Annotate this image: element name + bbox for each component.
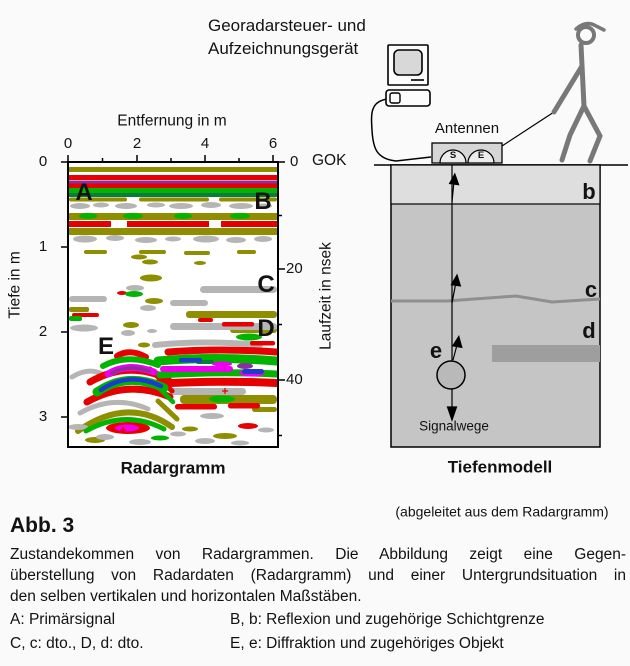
device-label: Georadarsteuer- und Aufzeichnungsgerät [208,14,366,60]
person-icon [551,21,606,164]
marker-D: D [257,314,275,342]
x-tick-0: 0 [63,134,73,152]
signal-paths-label: Signalwege [419,418,489,434]
blue-cores [98,358,264,393]
antenna-box [431,142,503,164]
time-axis-title: Laufzeit in nsek [317,242,335,350]
marker-A: A [75,178,93,206]
radargram-title: Radargramm [120,458,226,478]
gok-label: GOK [312,152,347,169]
cable [370,98,432,162]
depth-tick-2: 2 [38,322,48,340]
boundary-c-line [391,294,601,304]
model-title: Tiefenmodell [447,457,553,477]
signal-arrows [446,172,463,422]
figure-label: Abb. 3 [10,514,75,537]
marker-d: d [582,317,596,343]
legend-row2-right: E, e: Diffraktion und zugehöriges Objekt [230,635,504,652]
time-tick-0: 0 [290,153,299,170]
antenna-s-label: S [449,149,457,161]
antenna-e-label: E [477,149,485,161]
time-tick-40: 40 [286,371,303,388]
device-label-line1: Georadarsteuer- und [208,16,366,35]
x-tick-4: 4 [200,134,210,152]
depth-tick-3: 3 [38,407,48,425]
legend-row2-left: C, c: dto., D, d: dto. [10,635,144,652]
object-e-circle [436,360,466,390]
x-axis-title: Entfernung in m [117,112,227,130]
time-tick-20: 20 [286,260,303,277]
antenna-s-dome [439,149,467,164]
radargram-plot [61,155,285,448]
marker-c: c [584,276,598,302]
axis-ticks [61,155,285,437]
marker-b: b [582,178,596,204]
depth-tick-0: 0 [38,152,48,170]
layer-b [390,164,601,205]
legend-row1-left: A: Primärsignal [10,611,116,628]
caption-line1: Zustandekommen von Radargrammen. Die Abb… [10,546,626,563]
depth-axis-title: Tiefe in m [6,251,24,319]
x-tick-6: 6 [268,134,278,152]
marker-B: B [254,187,272,215]
marker-C: C [257,270,275,298]
plus-marks [112,388,228,433]
depth-model [390,164,601,448]
caption-line2: überstellung von Radardaten (Radargramm)… [10,567,626,584]
antennas-label: Antennen [434,119,500,137]
computer-icon [385,44,431,107]
legend-row1-right: B, b: Reflexion und zugehörige Schichtgr… [230,611,545,628]
x-tick-2: 2 [132,134,142,152]
device-label-line2: Aufzeichnungsgerät [208,39,359,58]
marker-E: E [97,332,115,360]
purple-bands [69,180,277,375]
marker-e: e [429,337,443,363]
radargram-content [69,167,277,446]
antenna-e-dome [467,149,495,164]
object-d-bar [492,345,600,362]
model-subtitle: (abgeleitet aus dem Radargramm) [395,503,609,520]
caption-line3: den selben vertikalen und horizontalen M… [10,588,362,605]
pull-rope [501,111,555,147]
depth-tick-1: 1 [38,237,48,255]
